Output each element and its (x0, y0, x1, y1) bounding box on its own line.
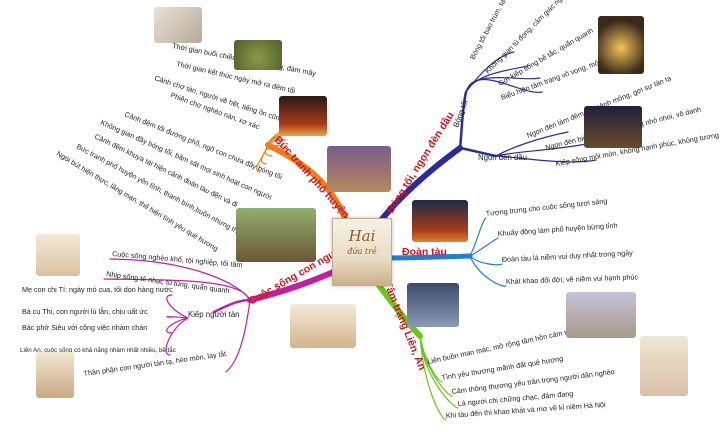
connector-ngon-den-dau-leaf-0 (495, 131, 569, 157)
connector-cuoc-song-top-1 (103, 278, 251, 301)
connector-kiep-nguoi-tan-3 (165, 317, 189, 356)
center-title: Hai (348, 227, 376, 245)
sub-label-bong-toi: Bóng tối (451, 98, 469, 128)
connector-buc-tranh-8 (256, 144, 269, 173)
village-picture (236, 208, 316, 262)
connector-doan-tau-3 (469, 255, 507, 287)
oil-lamp-picture (598, 16, 644, 74)
connector-doan-tau-1 (469, 237, 499, 257)
woman-cooking-picture (36, 234, 80, 276)
connector-kiep-nguoi-tan (212, 298, 252, 314)
train-picture (412, 200, 468, 242)
leaf-doan-tau-3: Khát khao đổi đời, về niềm vui hạnh phúc (506, 272, 639, 286)
branch-trunk-cuoc-song (247, 267, 341, 303)
sub-label-kiep-nguoi-tan: Kiếp người tàn (188, 310, 240, 319)
sub-label-ngon-den-dau: Ngọn đèn dầu (478, 153, 527, 162)
mosquito-picture (154, 7, 202, 43)
leaf-kiep-nguoi-tan-3: Liên An, cuộc sống có khả năng nhàm nhất… (20, 347, 176, 354)
connector-doan-tau-0 (469, 217, 487, 257)
leaf-kiep-nguoi-tan-0: Mẹ con chị Tí: ngày mò cua, tối dọn hàng… (22, 285, 173, 294)
dark-alley-picture (584, 106, 642, 148)
connector-tam-trang-4 (419, 335, 447, 421)
children-night-picture (407, 283, 459, 327)
branch-label-doan-tau: Đoàn tàu (402, 246, 447, 258)
leaf-doan-tau-0: Tượng trưng cho cuộc sống tươi sáng (485, 196, 607, 218)
connector-ngon-den-dau-leaf-2 (495, 155, 597, 163)
connector-kiep-nguoi-tan-1 (166, 316, 189, 319)
mother-child-picture (290, 304, 356, 348)
leaf-doan-tau-1: Khuấy động làm phố huyện bừng tỉnh (498, 221, 618, 238)
villager-picture (36, 352, 74, 398)
connector-kiep-nguoi-tan-2 (166, 317, 189, 334)
connector-doan-tau-2 (469, 255, 503, 266)
connector-tam-trang-3 (419, 335, 459, 409)
center-book-cover: Hai đứa trẻ (332, 218, 392, 286)
connector-bong-toi-sub1 (458, 90, 468, 150)
connector-ngon-den-dau-leaf-1 (495, 143, 587, 157)
leaf-kiep-nguoi-tan-2: Bác phở Siêu với công việc nhàm chán (22, 323, 147, 332)
branch-trunk-doan-tau (382, 253, 473, 261)
leaf-doan-tau-2: Đoàn tàu là niềm vui duy nhất trong ngày (502, 248, 634, 264)
volcano-lamp-picture (279, 96, 327, 136)
girl-drawing-picture (640, 336, 688, 396)
railway-picture (566, 292, 636, 338)
street-scene-picture (327, 146, 391, 192)
connector-cuoc-song-bottom (225, 299, 251, 373)
center-subtitle: đứa trẻ (347, 247, 377, 256)
frog-picture (234, 40, 282, 70)
connector-bong-toi-leaf-3 (465, 79, 543, 93)
connector-kiep-nguoi-tan-0 (166, 294, 189, 319)
leaf-kiep-nguoi-tan-1: Bà cụ Thi, con người lù lẫn, chịu uất ức (22, 307, 148, 316)
